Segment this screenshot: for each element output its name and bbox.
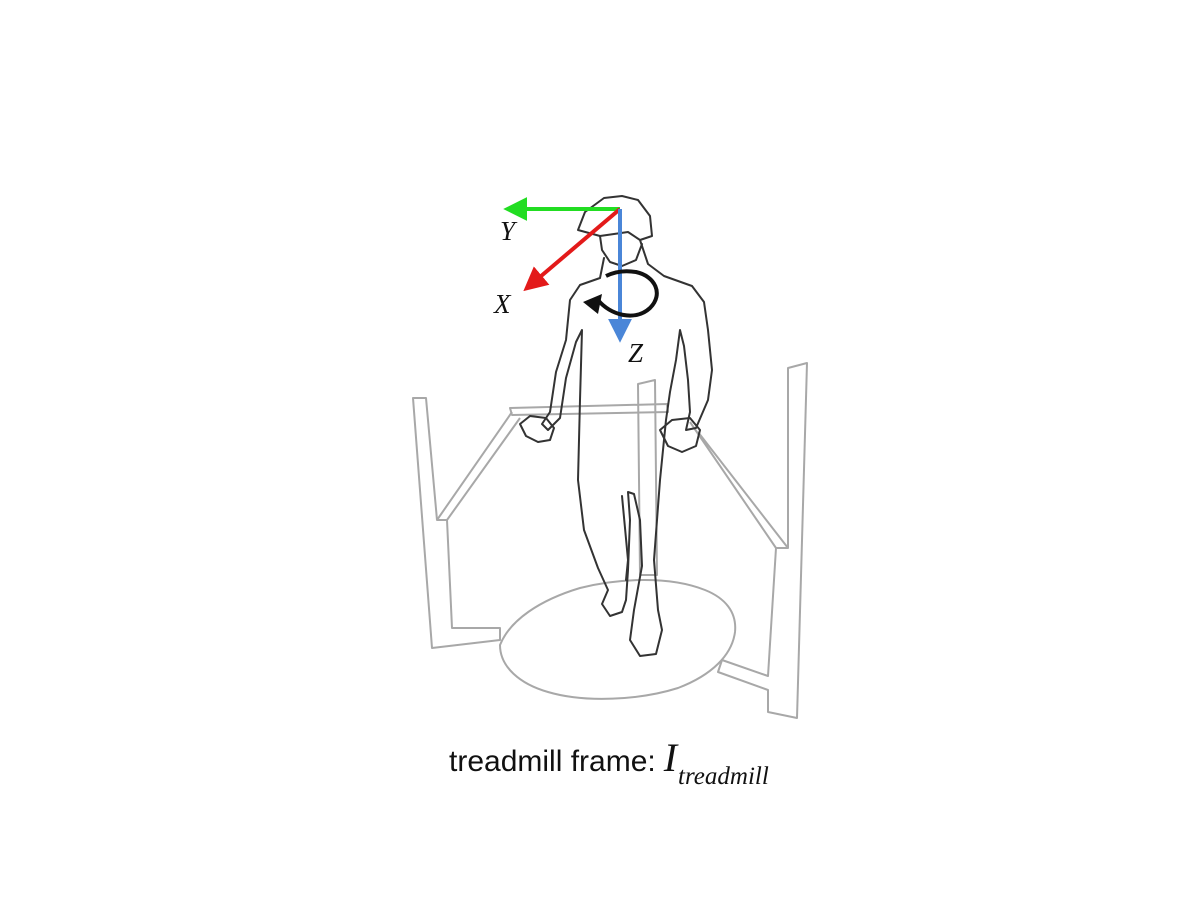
person-head: [599, 235, 643, 267]
treadmill-front-rail: [509, 403, 669, 416]
x-axis-arrow: [523, 207, 622, 292]
treadmill-outline: [412, 362, 808, 719]
treadmill-left-post: [412, 397, 501, 649]
rotation-arc-arrow: [596, 269, 659, 318]
person-outline: [519, 195, 713, 657]
coordinate-axes: [503, 197, 632, 343]
treadmill-right-rail: [689, 421, 789, 549]
caption-subscript: treadmill: [678, 763, 769, 790]
y-axis-label: Y: [500, 216, 518, 246]
rotation-arrowhead: [583, 294, 602, 314]
rotation-indicator: [583, 269, 659, 318]
z-axis-label: Z: [628, 338, 644, 368]
x-axis-label: X: [493, 289, 512, 319]
person-body: [541, 239, 713, 657]
caption-text: treadmill frame:: [449, 745, 656, 778]
right-controller: [659, 417, 701, 453]
treadmill-left-rail: [436, 411, 521, 521]
left-controller: [519, 415, 555, 443]
leg-gap: [621, 495, 629, 581]
treadmill-rear-post: [637, 379, 658, 576]
figure-caption: treadmill frame:Itreadmill: [449, 734, 769, 790]
caption-symbol: I: [663, 735, 678, 780]
treadmill-base-platform: [499, 579, 737, 700]
treadmill-right-post: [717, 362, 808, 719]
